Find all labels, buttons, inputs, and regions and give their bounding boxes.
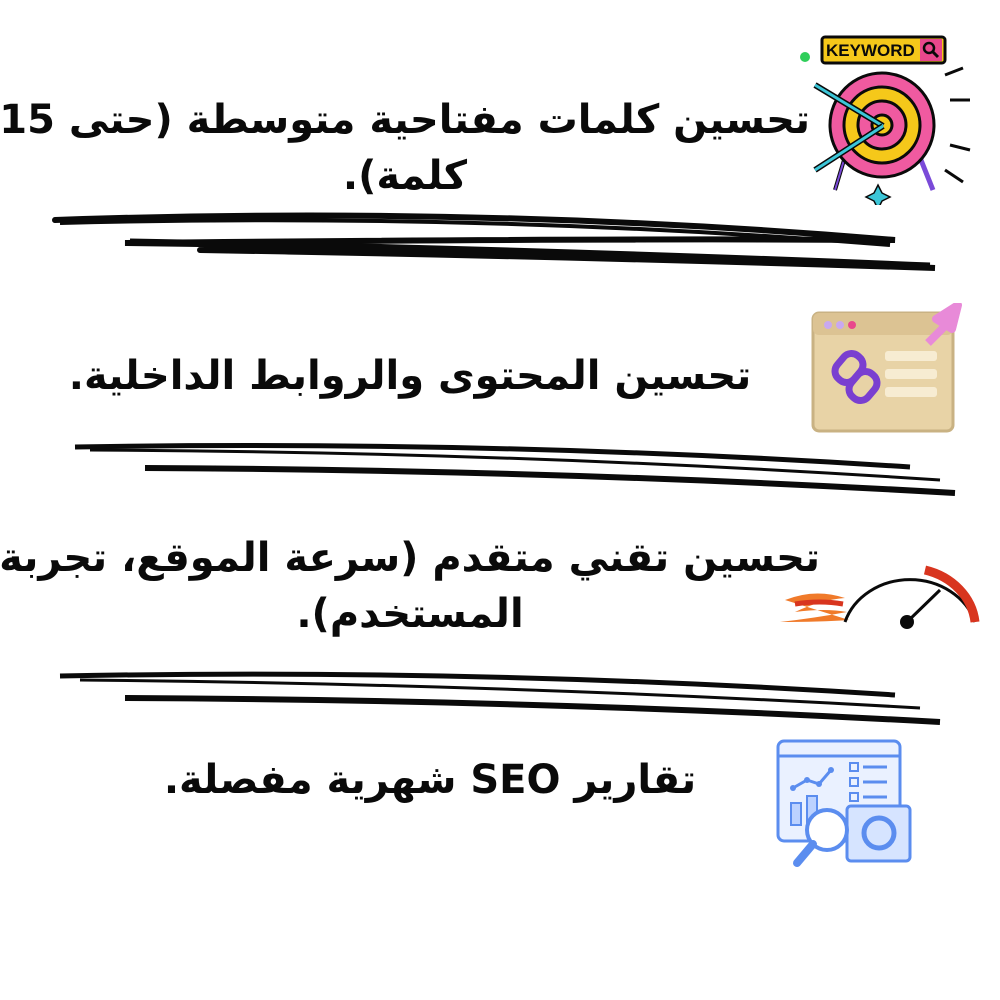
speedometer-icon: [780, 565, 980, 629]
item-text-line: تحسين كلمات مفتاحية متوسطة (حتى 15: [0, 97, 810, 143]
list-item-reports: تقارير SEO شهرية مفصلة.: [150, 752, 710, 808]
list-item-technical: تحسين تقني متقدم (سرعة الموقع، تجربة الم…: [0, 530, 820, 642]
item-text-line: كلمة).: [342, 153, 468, 199]
item-text-line: تحسين تقني متقدم (سرعة الموقع، تجربة: [0, 535, 820, 581]
analytics-report-icon: [776, 739, 912, 867]
link-content-icon: [811, 303, 962, 433]
list-item-content: تحسين المحتوى والروابط الداخلية.: [20, 348, 800, 404]
item-text-line: تحسين المحتوى والروابط الداخلية.: [68, 353, 752, 399]
keyword-label: KEYWORD: [826, 41, 915, 60]
item-text-line: المستخدم).: [296, 591, 524, 637]
item-text-line: تقارير SEO شهرية مفصلة.: [163, 757, 697, 803]
keyword-target-icon: KEYWORD: [800, 35, 971, 205]
list-item-keywords: تحسين كلمات مفتاحية متوسطة (حتى 15 كلمة)…: [0, 92, 810, 204]
